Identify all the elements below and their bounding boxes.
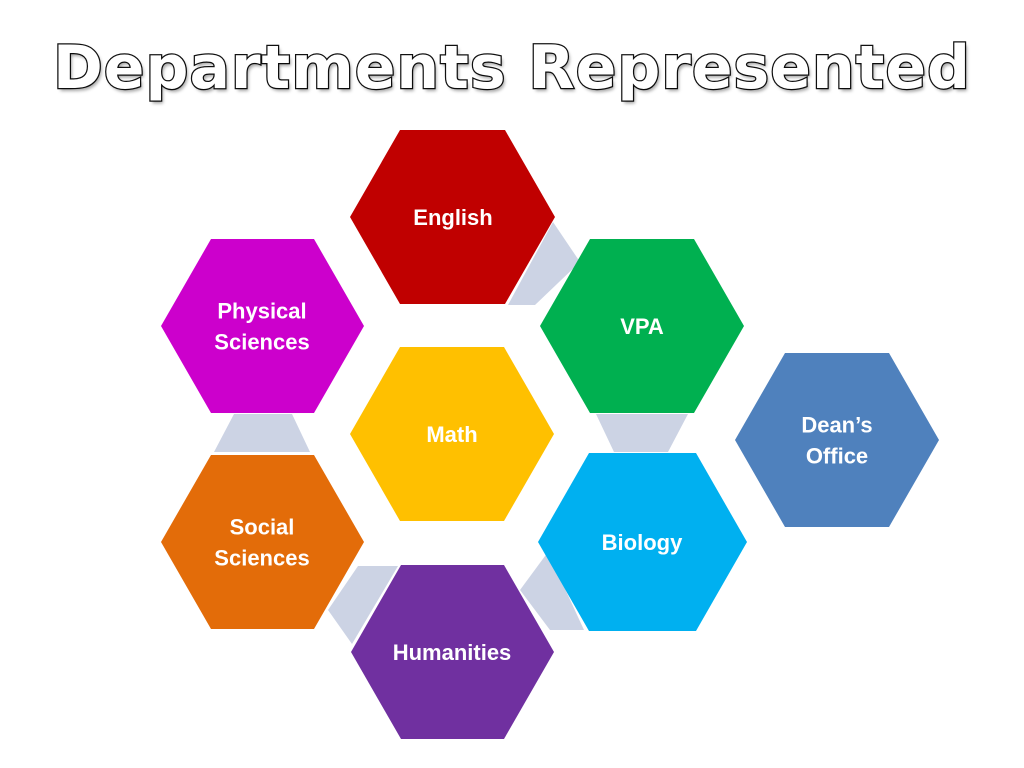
slide-title: Departments Represented: [52, 32, 972, 105]
label-line: Biology: [602, 530, 683, 555]
hexagon-physical-sciences: [161, 239, 364, 413]
hexagon-english: [350, 130, 555, 304]
label-vpa: VPA: [620, 314, 664, 339]
dept-vpa: VPA: [540, 239, 744, 413]
label-line: Humanities: [393, 640, 512, 665]
label-line: Social: [230, 515, 295, 540]
hexagon-biology: [538, 453, 747, 631]
label-english: English: [413, 205, 492, 230]
dept-humanities: Humanities: [351, 565, 554, 739]
label-line: VPA: [620, 314, 664, 339]
label-line: Physical: [217, 299, 306, 324]
dept-math: Math: [350, 347, 554, 521]
dept-biology: Biology: [538, 453, 747, 631]
label-line: Sciences: [214, 546, 309, 571]
connector-physical-social: [214, 414, 310, 452]
label-biology: Biology: [602, 530, 683, 555]
label-line: English: [413, 205, 492, 230]
hexagon-math: [350, 347, 554, 521]
dept-english: English: [350, 130, 555, 304]
hexagon-humanities: [351, 565, 554, 739]
label-line: Dean’s: [801, 413, 872, 438]
hexagon-deans-office: [735, 353, 939, 527]
label-line: Math: [426, 422, 477, 447]
connector-social-humanities: [328, 566, 398, 644]
hexagon-vpa: [540, 239, 744, 413]
label-line: Office: [806, 444, 868, 469]
hexagon-social-sciences: [161, 455, 364, 629]
connector-english-vpa: [508, 222, 580, 305]
connector-vpa-biology: [596, 414, 688, 452]
label-math: Math: [426, 422, 477, 447]
connector-humanities-biology: [520, 552, 584, 630]
label-humanities: Humanities: [393, 640, 512, 665]
label-line: Sciences: [214, 330, 309, 355]
